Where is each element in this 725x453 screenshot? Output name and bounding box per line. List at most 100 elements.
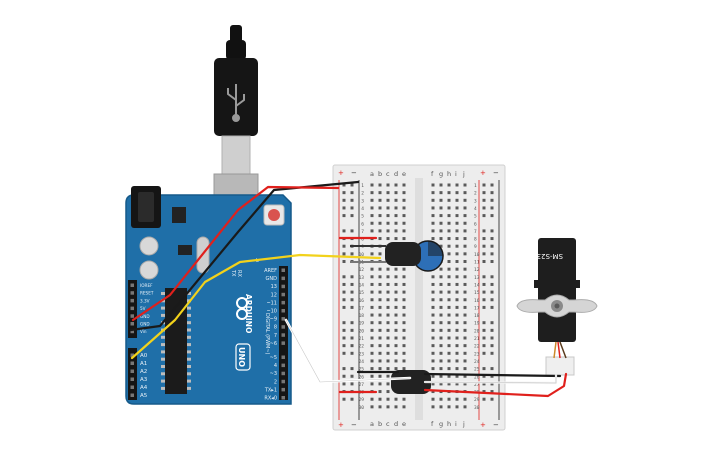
rail-hole[interactable] [342, 328, 346, 332]
breadboard-hole[interactable] [431, 198, 435, 202]
breadboard-hole[interactable] [378, 313, 382, 317]
digital-pin[interactable] [281, 268, 286, 273]
breadboard-hole[interactable] [378, 267, 382, 271]
breadboard-hole[interactable] [431, 237, 435, 241]
breadboard-hole[interactable] [370, 282, 374, 286]
breadboard-hole[interactable] [455, 237, 459, 241]
breadboard-hole[interactable] [455, 298, 459, 302]
breadboard-hole[interactable] [370, 351, 374, 355]
breadboard-hole[interactable] [439, 313, 443, 317]
breadboard-hole[interactable] [455, 374, 459, 378]
breadboard-hole[interactable] [455, 206, 459, 210]
breadboard-hole[interactable] [431, 336, 435, 340]
breadboard-hole[interactable] [463, 198, 467, 202]
breadboard-hole[interactable] [447, 336, 451, 340]
rail-hole[interactable] [482, 382, 486, 386]
breadboard-hole[interactable] [394, 275, 398, 279]
breadboard-hole[interactable] [386, 191, 390, 195]
breadboard-hole[interactable] [402, 221, 406, 225]
breadboard-hole[interactable] [455, 321, 459, 325]
rail-hole[interactable] [482, 260, 486, 263]
breadboard-hole[interactable] [439, 191, 443, 195]
rail-hole[interactable] [482, 229, 486, 233]
rail-hole[interactable] [490, 305, 494, 309]
rail-hole[interactable] [350, 183, 354, 187]
breadboard-hole[interactable] [439, 305, 443, 309]
rail-hole[interactable] [342, 374, 346, 378]
rail-hole[interactable] [490, 390, 494, 394]
breadboard-hole[interactable] [447, 260, 451, 263]
breadboard-hole[interactable] [378, 344, 382, 348]
breadboard-hole[interactable] [447, 367, 451, 371]
digital-pin[interactable] [281, 300, 286, 305]
breadboard-hole[interactable] [402, 359, 406, 363]
breadboard-hole[interactable] [378, 275, 382, 279]
breadboard-hole[interactable] [370, 336, 374, 340]
breadboard-hole[interactable] [394, 336, 398, 340]
breadboard-hole[interactable] [370, 305, 374, 309]
breadboard-hole[interactable] [394, 237, 398, 241]
breadboard-hole[interactable] [455, 313, 459, 317]
breadboard-hole[interactable] [463, 305, 467, 309]
breadboard-hole[interactable] [447, 397, 451, 401]
breadboard-hole[interactable] [386, 397, 390, 401]
breadboard-hole[interactable] [431, 382, 435, 386]
rail-hole[interactable] [490, 290, 494, 294]
breadboard-hole[interactable] [386, 321, 390, 325]
breadboard-hole[interactable] [378, 191, 382, 195]
breadboard-hole[interactable] [394, 367, 398, 371]
breadboard-hole[interactable] [447, 191, 451, 195]
breadboard-hole[interactable] [402, 344, 406, 348]
digital-pin[interactable] [281, 309, 286, 313]
breadboard-hole[interactable] [463, 405, 467, 409]
rail-hole[interactable] [490, 206, 494, 210]
analog-pin[interactable] [130, 353, 135, 358]
rail-hole[interactable] [490, 191, 494, 195]
breadboard-hole[interactable] [431, 359, 435, 363]
power-pin[interactable] [130, 298, 135, 303]
breadboard-hole[interactable] [402, 290, 406, 294]
breadboard-hole[interactable] [439, 229, 443, 233]
rail-hole[interactable] [490, 382, 494, 386]
breadboard-hole[interactable] [463, 191, 467, 195]
breadboard-hole[interactable] [370, 191, 374, 195]
breadboard-hole[interactable] [463, 275, 467, 279]
rail-hole[interactable] [342, 198, 346, 202]
breadboard-hole[interactable] [463, 244, 467, 248]
breadboard-hole[interactable] [447, 298, 451, 302]
breadboard-hole[interactable] [431, 183, 435, 187]
breadboard-hole[interactable] [378, 206, 382, 210]
breadboard-hole[interactable] [378, 374, 382, 378]
breadboard-hole[interactable] [447, 183, 451, 187]
breadboard-hole[interactable] [386, 282, 390, 286]
rail-hole[interactable] [482, 374, 486, 378]
breadboard-hole[interactable] [402, 405, 406, 409]
breadboard-hole[interactable] [431, 282, 435, 286]
rail-hole[interactable] [342, 290, 346, 294]
rail-hole[interactable] [490, 198, 494, 202]
rail-hole[interactable] [350, 397, 354, 401]
breadboard-hole[interactable] [439, 275, 443, 279]
breadboard-hole[interactable] [386, 390, 390, 394]
rail-hole[interactable] [350, 374, 354, 378]
breadboard-hole[interactable] [378, 336, 382, 340]
rail-hole[interactable] [342, 298, 346, 302]
rail-hole[interactable] [342, 336, 346, 340]
breadboard-hole[interactable] [431, 305, 435, 309]
breadboard-hole[interactable] [394, 267, 398, 271]
breadboard-hole[interactable] [386, 237, 390, 241]
breadboard-hole[interactable] [447, 282, 451, 286]
breadboard-hole[interactable] [463, 260, 467, 263]
rail-hole[interactable] [482, 336, 486, 340]
breadboard-hole[interactable] [386, 198, 390, 202]
breadboard-hole[interactable] [431, 374, 435, 378]
rail-hole[interactable] [350, 351, 354, 355]
digital-pin[interactable] [281, 325, 286, 329]
breadboard-hole[interactable] [463, 298, 467, 302]
rail-hole[interactable] [482, 198, 486, 202]
breadboard-hole[interactable] [370, 298, 374, 302]
breadboard-hole[interactable] [463, 351, 467, 355]
digital-pin[interactable] [281, 379, 286, 384]
breadboard-hole[interactable] [455, 359, 459, 363]
breadboard-hole[interactable] [439, 374, 443, 378]
